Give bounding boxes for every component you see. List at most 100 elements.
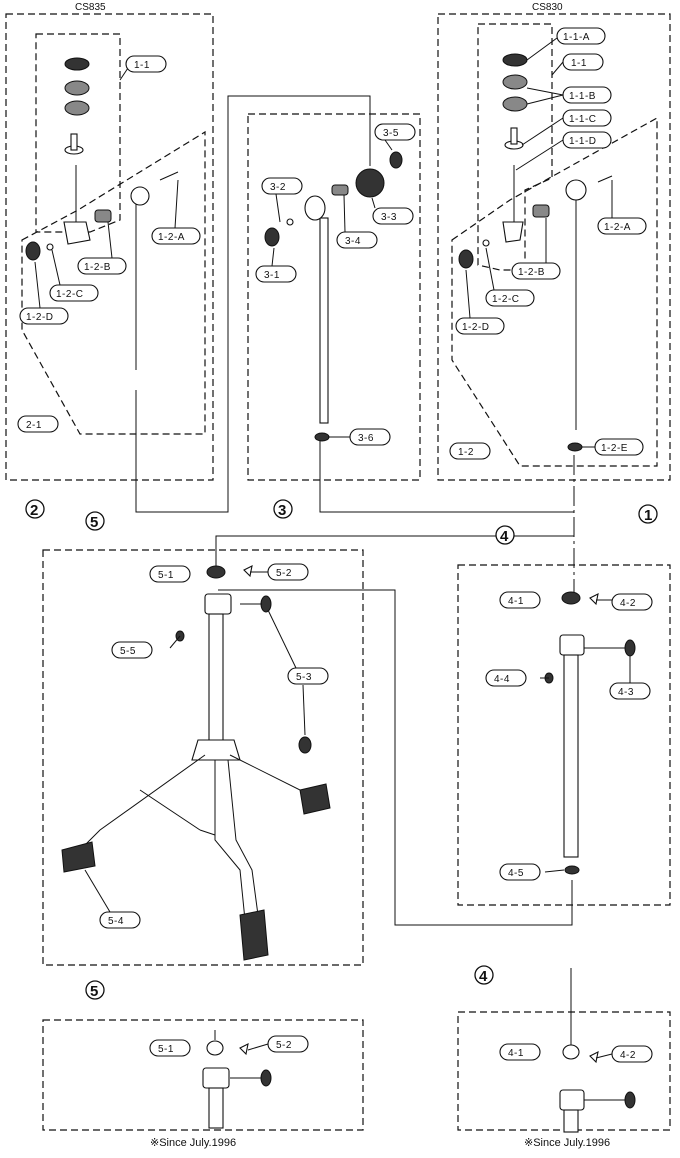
svg-text:1-2-B: 1-2-B bbox=[84, 262, 111, 273]
svg-text:1-2-C: 1-2-C bbox=[56, 289, 84, 300]
model-label-cs835: CS835 bbox=[75, 2, 106, 13]
group-number-2: 2 bbox=[25, 499, 45, 519]
label-5-2: 5-2 bbox=[267, 563, 309, 581]
label-1-2-c-right: 1-2-C bbox=[485, 289, 535, 307]
label-1-1-b-right: 1-1-B bbox=[562, 86, 612, 104]
svg-text:5-5: 5-5 bbox=[120, 646, 136, 657]
box-sub-1-2-right bbox=[451, 116, 658, 467]
label-3-1: 3-1 bbox=[255, 265, 297, 283]
svg-text:3-6: 3-6 bbox=[358, 433, 374, 444]
group-number-5: 5 bbox=[85, 511, 105, 531]
svg-text:1-1-B: 1-1-B bbox=[569, 91, 596, 102]
svg-text:1-1: 1-1 bbox=[134, 60, 150, 71]
svg-text:3-3: 3-3 bbox=[381, 212, 397, 223]
svg-text:2-1: 2-1 bbox=[26, 420, 42, 431]
connector-5-top bbox=[215, 535, 574, 570]
box-group-5 bbox=[42, 549, 364, 966]
box-sub-1-1-right bbox=[477, 23, 553, 271]
label-1-2-a-left: 1-2-A bbox=[151, 227, 201, 245]
label-1-2-a-right: 1-2-A bbox=[597, 217, 647, 235]
svg-text:3: 3 bbox=[278, 502, 286, 519]
label-4-2-1996: 4-2 bbox=[611, 1045, 653, 1063]
label-2-1: 2-1 bbox=[17, 415, 59, 433]
part-drawings-group-5-1996 bbox=[202, 1030, 272, 1129]
svg-text:5: 5 bbox=[90, 983, 98, 1000]
svg-text:3-2: 3-2 bbox=[270, 182, 286, 193]
group-number-1: 1 bbox=[638, 504, 658, 524]
leader-lines bbox=[34, 37, 631, 1059]
svg-text:2: 2 bbox=[30, 502, 38, 519]
label-4-3: 4-3 bbox=[609, 682, 651, 700]
svg-text:1-1: 1-1 bbox=[571, 58, 587, 69]
svg-text:4-5: 4-5 bbox=[508, 868, 524, 879]
svg-text:1-2-A: 1-2-A bbox=[158, 232, 185, 243]
label-4-1-1996: 4-1 bbox=[499, 1043, 541, 1061]
part-drawings-group-2 bbox=[25, 57, 179, 370]
label-1-1-c-right: 1-1-C bbox=[562, 109, 612, 127]
box-sub-2-1-left bbox=[21, 130, 206, 435]
svg-text:1-2-E: 1-2-E bbox=[601, 443, 628, 454]
part-drawings-group-3 bbox=[264, 151, 403, 442]
box-group-5-1996 bbox=[42, 1019, 364, 1131]
label-4-5: 4-5 bbox=[499, 863, 541, 881]
label-3-6: 3-6 bbox=[349, 428, 391, 446]
label-4-4: 4-4 bbox=[485, 669, 527, 687]
svg-text:4: 4 bbox=[479, 968, 488, 985]
box-group-2 bbox=[5, 13, 214, 481]
label-3-4: 3-4 bbox=[336, 231, 378, 249]
svg-text:5-4: 5-4 bbox=[108, 916, 124, 927]
svg-text:4-4: 4-4 bbox=[494, 674, 510, 685]
svg-text:3-1: 3-1 bbox=[264, 270, 280, 281]
svg-text:1: 1 bbox=[644, 507, 652, 524]
label-4-1: 4-1 bbox=[499, 591, 541, 609]
svg-text:4-2: 4-2 bbox=[620, 598, 636, 609]
label-5-4: 5-4 bbox=[99, 911, 141, 929]
since-note-left: ※Since July.1996 bbox=[150, 1137, 236, 1149]
svg-text:4-1: 4-1 bbox=[508, 596, 524, 607]
svg-text:3-4: 3-4 bbox=[345, 236, 361, 247]
label-1-1-a-right: 1-1-A bbox=[556, 27, 606, 45]
svg-text:1-2-B: 1-2-B bbox=[518, 267, 545, 278]
svg-text:5-1: 5-1 bbox=[158, 1044, 174, 1055]
label-1-2-right: 1-2 bbox=[449, 442, 491, 460]
svg-text:5-2: 5-2 bbox=[276, 1040, 292, 1051]
svg-text:1-1-D: 1-1-D bbox=[569, 136, 597, 147]
part-drawings-group-1 bbox=[458, 53, 613, 452]
svg-text:5-2: 5-2 bbox=[276, 568, 292, 579]
group-number-3: 3 bbox=[273, 499, 293, 519]
part-drawings-group-5 bbox=[61, 565, 331, 961]
group-number-4-1996: 4 bbox=[474, 965, 494, 985]
label-1-2-d-left: 1-2-D bbox=[19, 307, 69, 325]
label-3-5: 3-5 bbox=[374, 123, 416, 141]
label-1-1-d-right: 1-1-D bbox=[562, 131, 612, 149]
label-5-3: 5-3 bbox=[287, 667, 329, 685]
svg-text:1-1-C: 1-1-C bbox=[569, 114, 597, 125]
svg-text:4: 4 bbox=[500, 528, 509, 545]
svg-text:1-2-A: 1-2-A bbox=[604, 222, 631, 233]
svg-text:1-2: 1-2 bbox=[458, 447, 474, 458]
connector-3-to-4 bbox=[319, 440, 574, 513]
svg-text:4-2: 4-2 bbox=[620, 1050, 636, 1061]
svg-text:1-2-C: 1-2-C bbox=[492, 294, 520, 305]
label-5-2-1996: 5-2 bbox=[267, 1035, 309, 1053]
box-group-1 bbox=[437, 13, 671, 481]
label-1-2-c-left: 1-2-C bbox=[49, 284, 99, 302]
box-group-4 bbox=[457, 564, 671, 906]
group-number-5-1996: 5 bbox=[85, 980, 105, 1000]
label-1-1-right: 1-1 bbox=[562, 53, 604, 71]
label-5-1: 5-1 bbox=[149, 565, 191, 583]
svg-text:4-1: 4-1 bbox=[508, 1048, 524, 1059]
svg-text:1-2-D: 1-2-D bbox=[26, 312, 54, 323]
svg-text:1-1-A: 1-1-A bbox=[563, 32, 590, 43]
label-3-3: 3-3 bbox=[372, 207, 414, 225]
label-1-2-b-left: 1-2-B bbox=[77, 257, 127, 275]
label-5-5: 5-5 bbox=[111, 641, 153, 659]
svg-text:3-5: 3-5 bbox=[383, 128, 399, 139]
svg-text:5-1: 5-1 bbox=[158, 570, 174, 581]
svg-text:1-2-D: 1-2-D bbox=[462, 322, 490, 333]
label-3-2: 3-2 bbox=[261, 177, 303, 195]
model-label-cs830: CS830 bbox=[532, 2, 563, 13]
box-group-3 bbox=[247, 113, 421, 481]
label-1-1-left: 1-1 bbox=[125, 55, 167, 73]
